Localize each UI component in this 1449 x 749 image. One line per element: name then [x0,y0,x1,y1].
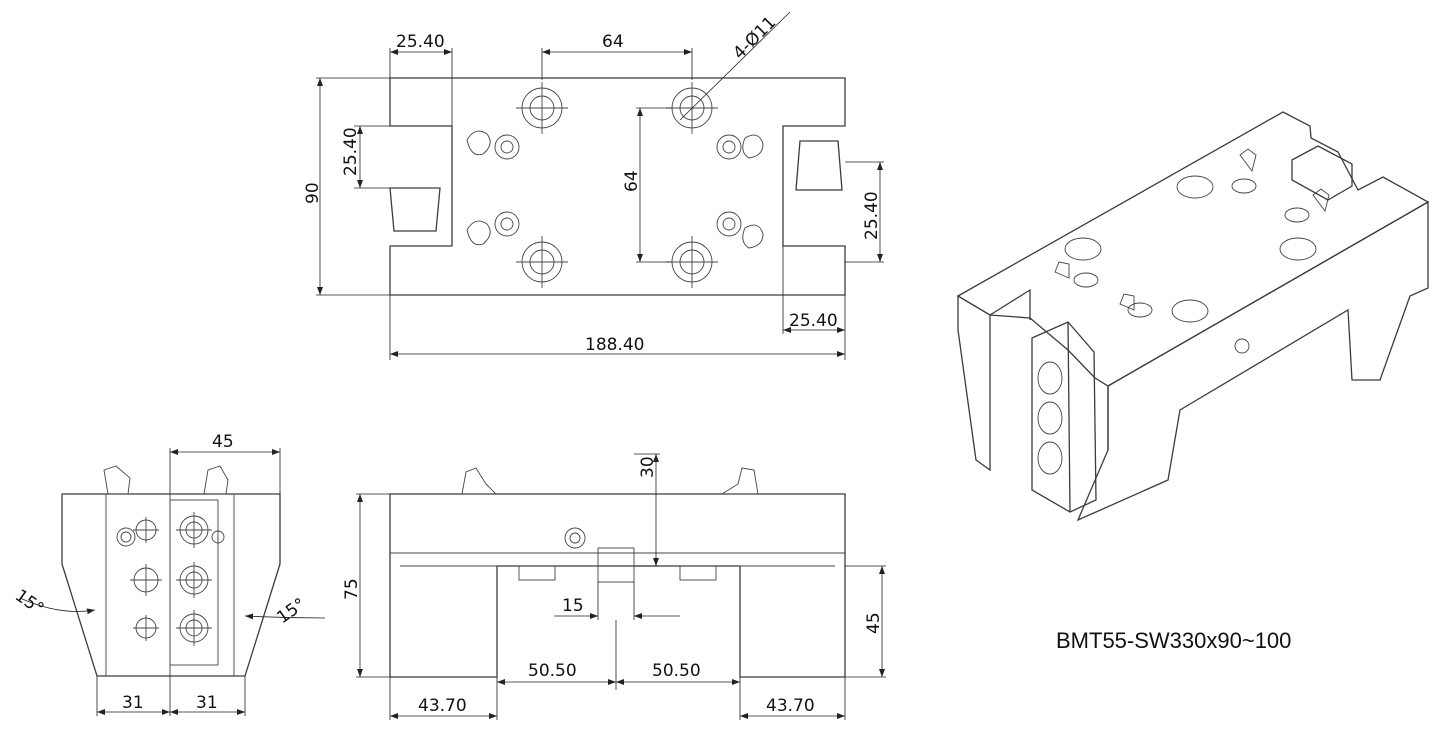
dim-side-right-foot: 43.70 [766,696,815,716]
top-right-wedge [795,140,843,191]
side-view: 30 75 15 45 50.50 50.50 43.70 43.70 [342,453,886,720]
dim-end-half-right: 31 [196,693,218,713]
dim-top-left-width: 25.40 [396,32,445,52]
dim-top-right-width: 25.40 [789,311,838,331]
side-clamp-left [461,467,498,495]
iso-left-wall [957,294,991,472]
side-key [597,547,635,583]
end-holes [116,512,225,646]
dim-top-left-slot-height: 25.40 [341,127,361,176]
dim-side-key-width: 15 [562,596,584,616]
top-left-wedge [389,187,441,232]
side-view-outline [389,493,846,678]
dim-end-angle-right: 15° [273,594,309,628]
top-screws [466,130,764,249]
isometric-view [956,111,1430,522]
dim-side-right-height: 45 [864,612,884,634]
dim-end-width: 45 [212,432,234,452]
dim-top-overall-length: 188.40 [585,335,644,355]
dim-end-angle-left: 15° [11,586,47,620]
end-view: 45 15° 15° 31 31 [11,432,326,716]
end-clamp-right [203,465,229,495]
dim-top-right-slot-height: 25.40 [862,191,882,240]
iso-top-face [956,111,1430,387]
end-clamp-left [103,465,131,495]
dim-top-overall-height: 90 [303,182,323,204]
iso-end-plate [1031,321,1097,513]
iso-front-face [1076,200,1429,522]
side-clamp-right [720,467,759,495]
dim-top-hole-spacing-x: 64 [602,32,624,52]
dim-top-hole-spacing-y: 64 [622,170,642,192]
end-view-outline [61,493,281,677]
part-title: BMT55-SW330x90~100 [1056,628,1291,653]
dim-side-cut-height: 30 [638,456,658,478]
dim-side-half-left: 50.50 [528,661,577,681]
top-holes [516,82,718,288]
top-view: 25.40 64 4-Ø11 90 25.40 64 25.40 25.40 1… [303,11,884,360]
top-view-outline [389,77,846,296]
dim-hole-callout: 4-Ø11 [729,13,780,64]
dim-side-half-right: 50.50 [652,661,701,681]
dim-end-half-left: 31 [122,693,144,713]
dim-side-overall-height: 75 [342,578,362,600]
dim-side-left-foot: 43.70 [418,696,467,716]
